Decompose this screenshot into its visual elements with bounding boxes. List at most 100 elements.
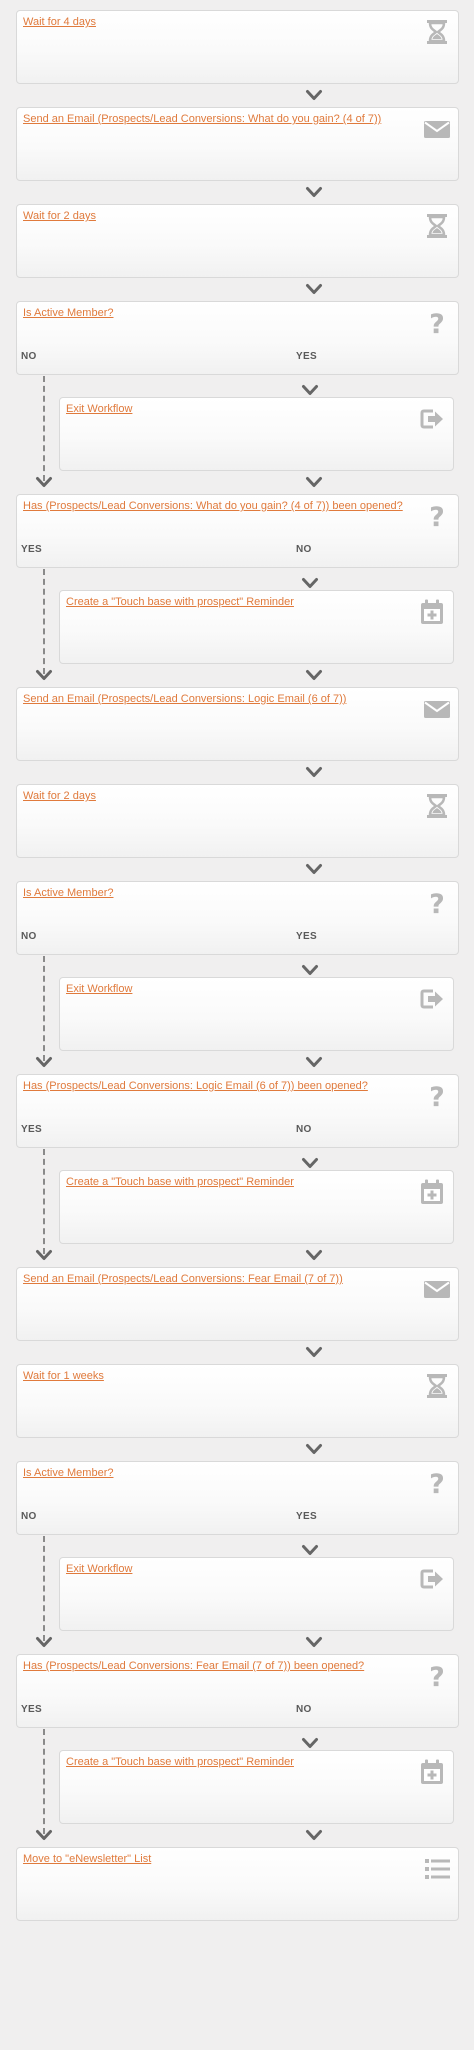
exit-icon [417,1564,447,1594]
step-title-link[interactable]: Wait for 1 weeks [23,1370,104,1382]
flow-arrow-icon [305,1442,323,1457]
list-icon [422,1854,452,1884]
step-title-link[interactable]: Create a "Touch base with prospect" Remi… [66,596,294,608]
hourglass-icon [422,17,452,47]
step-title-link[interactable]: Exit Workflow [66,983,133,995]
flow-arrow-icon [301,383,319,398]
branch-label-left: NO [21,1511,37,1522]
step-title-link[interactable]: Has (Prospects/Lead Conversions: Logic E… [23,1080,368,1092]
flow-arrow-icon [301,1543,319,1558]
workflow-step-card[interactable]: Send an Email (Prospects/Lead Conversion… [16,687,459,761]
step-title-link[interactable]: Is Active Member? [23,887,114,899]
workflow-step-card[interactable]: Wait for 2 days [16,784,459,858]
calendar-plus-icon [417,597,447,627]
step-title-link[interactable]: Wait for 2 days [23,210,96,222]
flow-arrow-icon [35,1055,53,1070]
svg-text:?: ? [429,502,445,531]
flow-arrow-icon [305,185,323,200]
workflow-step-card[interactable]: Wait for 2 days [16,204,459,278]
branch-label-right: YES [296,931,317,942]
branch-label-right: YES [296,1511,317,1522]
workflow-step-card[interactable]: Send an Email (Prospects/Lead Conversion… [16,107,459,181]
question-icon: ? [422,1468,452,1498]
workflow-step-card[interactable]: Create a "Touch base with prospect" Remi… [59,590,454,664]
question-icon: ? [422,501,452,531]
flow-arrow-icon [305,1635,323,1650]
workflow-step-card[interactable]: Has (Prospects/Lead Conversions: Fear Em… [16,1654,459,1728]
flow-arrow-icon [35,1248,53,1263]
hourglass-icon [422,1371,452,1401]
question-icon: ? [422,1661,452,1691]
flow-arrow-icon [305,1345,323,1360]
svg-text:?: ? [429,1082,445,1111]
exit-icon [417,404,447,434]
branch-label-right: NO [296,1124,312,1135]
branch-label-right: NO [296,544,312,555]
envelope-icon [422,694,452,724]
step-title-link[interactable]: Send an Email (Prospects/Lead Conversion… [23,113,382,125]
workflow-step-card[interactable]: Is Active Member?? [16,881,459,955]
step-title-link[interactable]: Exit Workflow [66,1563,133,1575]
step-title-link[interactable]: Create a "Touch base with prospect" Remi… [66,1756,294,1768]
branch-label-right: NO [296,1704,312,1715]
workflow-step-card[interactable]: Wait for 4 days [16,10,459,84]
flow-arrow-icon [35,475,53,490]
flow-arrow-icon [301,1736,319,1751]
branch-connector-line [43,956,45,1061]
branch-connector-line [43,1536,45,1641]
step-title-link[interactable]: Is Active Member? [23,307,114,319]
flow-arrow-icon [35,1635,53,1650]
svg-text:?: ? [429,889,445,918]
workflow-step-card[interactable]: Has (Prospects/Lead Conversions: Logic E… [16,1074,459,1148]
workflow-step-card[interactable]: Exit Workflow [59,1557,454,1631]
flow-arrow-icon [305,1248,323,1263]
branch-label-right: YES [296,351,317,362]
step-title-link[interactable]: Move to "eNewsletter" List [23,1853,152,1865]
step-title-link[interactable]: Exit Workflow [66,403,133,415]
flow-arrow-icon [305,668,323,683]
branch-connector-line [43,1149,45,1254]
workflow-step-card[interactable]: Exit Workflow [59,977,454,1051]
step-title-link[interactable]: Wait for 2 days [23,790,96,802]
workflow-step-card[interactable]: Exit Workflow [59,397,454,471]
svg-text:?: ? [429,309,445,338]
workflow-step-card[interactable]: Wait for 1 weeks [16,1364,459,1438]
step-title-link[interactable]: Send an Email (Prospects/Lead Conversion… [23,1273,343,1285]
flow-arrow-icon [305,1828,323,1843]
workflow-step-card[interactable]: Send an Email (Prospects/Lead Conversion… [16,1267,459,1341]
calendar-plus-icon [417,1757,447,1787]
hourglass-icon [422,211,452,241]
envelope-icon [422,114,452,144]
question-icon: ? [422,1081,452,1111]
exit-icon [417,984,447,1014]
step-title-link[interactable]: Send an Email (Prospects/Lead Conversion… [23,693,347,705]
flow-arrow-icon [301,1156,319,1171]
branch-label-left: NO [21,931,37,942]
step-title-link[interactable]: Is Active Member? [23,1467,114,1479]
workflow-step-card[interactable]: Has (Prospects/Lead Conversions: What do… [16,494,459,568]
svg-text:?: ? [429,1469,445,1498]
branch-connector-line [43,376,45,481]
branch-label-left: YES [21,544,42,555]
envelope-icon [422,1274,452,1304]
flow-arrow-icon [305,862,323,877]
question-icon: ? [422,888,452,918]
workflow-step-card[interactable]: Is Active Member?? [16,301,459,375]
step-title-link[interactable]: Has (Prospects/Lead Conversions: Fear Em… [23,1660,365,1672]
flow-arrow-icon [301,576,319,591]
question-icon: ? [422,308,452,338]
workflow-step-card[interactable]: Create a "Touch base with prospect" Remi… [59,1750,454,1824]
step-title-link[interactable]: Has (Prospects/Lead Conversions: What do… [23,500,403,512]
flow-arrow-icon [305,88,323,103]
branch-connector-line [43,1729,45,1834]
workflow-step-card[interactable]: Create a "Touch base with prospect" Remi… [59,1170,454,1244]
hourglass-icon [422,791,452,821]
branch-label-left: NO [21,351,37,362]
flow-arrow-icon [305,282,323,297]
step-title-link[interactable]: Wait for 4 days [23,16,96,28]
workflow-step-card[interactable]: Is Active Member?? [16,1461,459,1535]
svg-text:?: ? [429,1662,445,1691]
workflow-step-card[interactable]: Move to "eNewsletter" List [16,1847,459,1921]
flow-arrow-icon [35,668,53,683]
step-title-link[interactable]: Create a "Touch base with prospect" Remi… [66,1176,294,1188]
